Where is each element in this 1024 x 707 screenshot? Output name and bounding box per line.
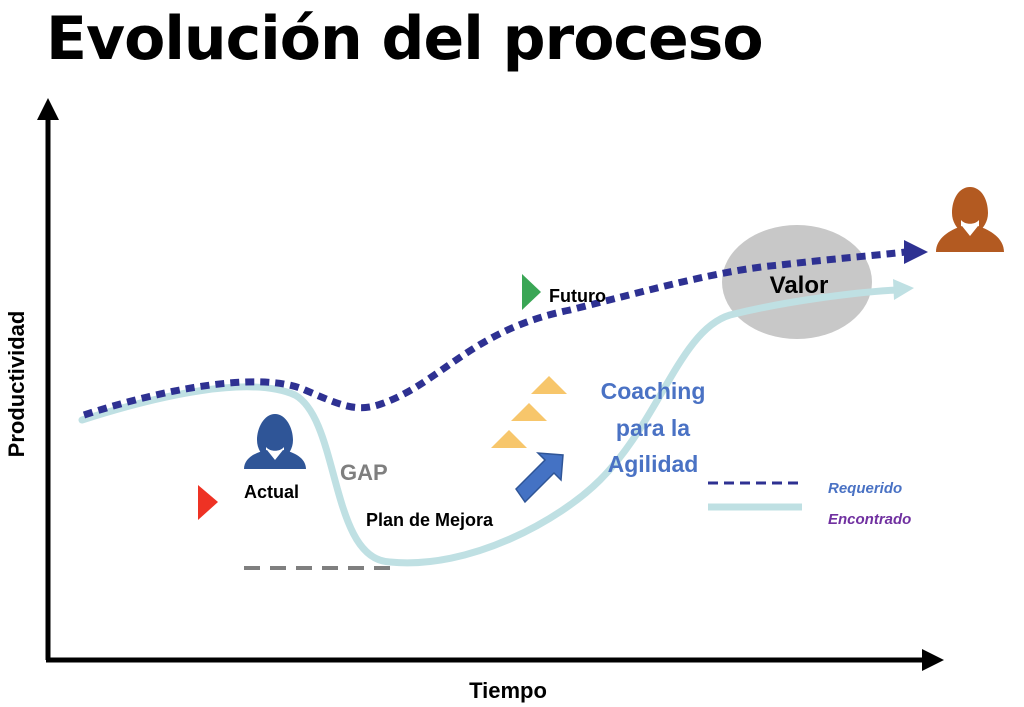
y-axis-arrowhead	[37, 98, 59, 120]
gap-label: GAP	[340, 460, 388, 485]
improvement-arrow-icon	[515, 452, 564, 504]
valor-label: Valor	[770, 272, 829, 299]
coaching-line2: para la	[616, 415, 690, 441]
legend: Requerido Encontrado	[708, 480, 911, 528]
legend-found-label: Encontrado	[828, 511, 911, 528]
legend-required-label: Requerido	[828, 480, 902, 497]
triangle-red-icon	[198, 485, 218, 520]
triangle-yellow-icon	[491, 430, 527, 448]
triangle-green-icon	[522, 274, 541, 310]
person-current-icon	[244, 414, 306, 469]
found-curve	[78, 286, 900, 567]
required-curve	[82, 248, 907, 419]
y-axis-label: Productividad	[4, 311, 29, 458]
required-curve-arrowhead	[904, 240, 928, 264]
person-future-icon	[936, 187, 1004, 252]
plan-label: Plan de Mejora	[366, 510, 494, 530]
x-axis-arrowhead	[922, 649, 944, 671]
coaching-line1: Coaching	[601, 378, 706, 404]
coaching-line3: Agilidad	[608, 451, 699, 477]
triangle-yellow-icon	[511, 403, 547, 421]
futuro-label: Futuro	[549, 286, 606, 306]
found-curve-arrowhead	[893, 279, 914, 300]
x-axis-label: Tiempo	[469, 678, 547, 703]
page-title: Evolución del proceso	[46, 4, 764, 74]
triangle-yellow-icon	[531, 376, 567, 394]
actual-label: Actual	[244, 482, 299, 502]
